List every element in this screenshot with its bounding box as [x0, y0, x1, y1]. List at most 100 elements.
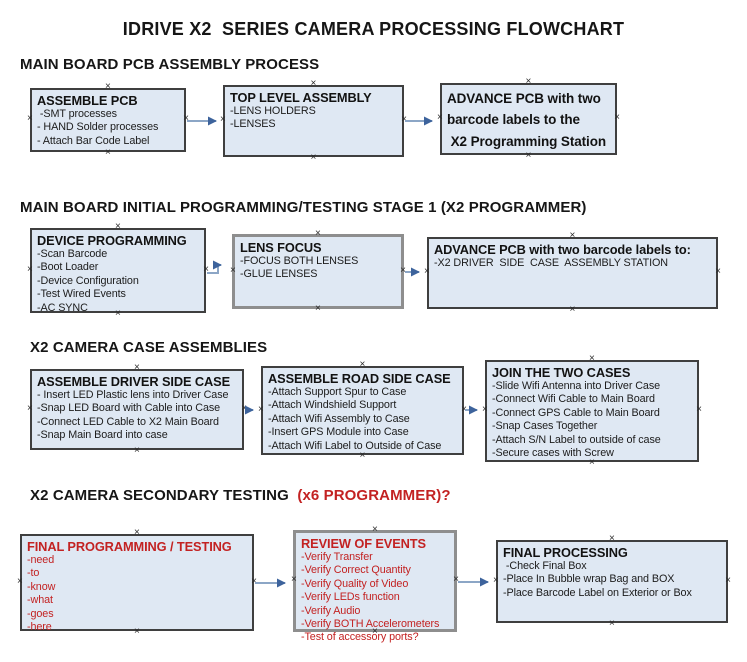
box-header: FINAL PROCESSING: [503, 545, 628, 560]
box-items: -need-to-know-what-goes-here: [27, 554, 248, 634]
connector-handle-icon: [570, 231, 576, 241]
box-items: -SMT processes- HAND Solder processes- A…: [37, 108, 180, 148]
box-item: -know: [27, 580, 56, 593]
connector-handle-icon: [105, 148, 111, 158]
connector-handle-icon: [134, 363, 140, 373]
box-header: ADVANCE PCB with two barcode labels to t…: [447, 91, 606, 149]
connector-handle-icon: [437, 113, 443, 123]
connector-handle-icon: [493, 576, 499, 586]
connector-handle-icon: [696, 405, 702, 415]
box-items: - Insert LED Plastic lens into Driver Ca…: [37, 389, 238, 443]
flow-box-join-the-two-cases: JOIN THE TWO CASES -Slide Wifi Antenna i…: [485, 360, 699, 462]
box-item: -Slide Wifi Antenna into Driver Case: [492, 380, 661, 393]
box-item: -Verify BOTH Accelerometers: [301, 617, 440, 630]
box-header: ASSEMBLE ROAD SIDE CASE: [268, 371, 451, 386]
connector-handle-icon: [258, 405, 264, 415]
box-item: -Test Wired Events: [37, 288, 126, 301]
connector-handle-icon: [400, 266, 406, 276]
box-item: -SMT processes: [37, 108, 117, 121]
section-heading-case-assemblies: X2 CAMERA CASE ASSEMBLIES: [30, 339, 267, 356]
box-item: - Attach Bar Code Label: [37, 134, 150, 147]
box-item: -Attach Wifi Label to Outside of Case: [268, 439, 442, 452]
flow-box-assemble-pcb: ASSEMBLE PCB -SMT processes- HAND Solder…: [30, 88, 186, 152]
connector-handle-icon: [251, 577, 257, 587]
box-item: -Snap Main Board into case: [37, 429, 168, 442]
connector-handle-icon: [311, 79, 317, 89]
connector-handle-icon: [424, 267, 430, 277]
box-item: -X2 DRIVER SIDE CASE ASSEMBLY STATION: [434, 257, 668, 270]
connector-handle-icon: [609, 534, 615, 544]
box-item: -Attach S/N Label to outside of case: [492, 433, 661, 446]
section-heading-text: X2 CAMERA CASE ASSEMBLIES: [30, 339, 268, 356]
section-heading-initial-programming: MAIN BOARD INITIAL PROGRAMMING/TESTING S…: [20, 199, 587, 216]
box-item: -LENS HOLDERS: [230, 105, 316, 118]
flow-box-assemble-driver-side-case: ASSEMBLE DRIVER SIDE CASE - Insert LED P…: [30, 369, 244, 450]
connector-handle-icon: [17, 577, 23, 587]
connector-handle-icon: [570, 305, 576, 315]
box-item: -LENSES: [230, 118, 276, 131]
box-items: -Attach Support Spur to Case-Attach Wind…: [268, 386, 458, 453]
section-heading-suffix: (x6 PROGRAMMER)?: [288, 487, 451, 504]
box-header: ASSEMBLE DRIVER SIDE CASE: [37, 374, 231, 389]
connector-handle-icon: [134, 528, 140, 538]
connector-handle-icon: [453, 575, 459, 585]
box-item: -Attach Wifi Assembly to Case: [268, 412, 410, 425]
box-item: -Place In Bubble wrap Bag and BOX: [503, 573, 675, 586]
box-item: -AC SYNC: [37, 301, 88, 314]
box-items: -Scan Barcode-Boot Loader-Device Configu…: [37, 248, 200, 315]
flow-box-final-programming-testing: FINAL PROGRAMMING / TESTING -need-to-kno…: [17, 534, 257, 634]
connector-handle-icon: [115, 222, 121, 232]
box-item: -Verify LEDs function: [301, 591, 400, 604]
connector-handle-icon: [360, 360, 366, 370]
box-header: DEVICE PROGRAMMING: [37, 233, 187, 248]
box-item: - Insert LED Plastic lens into Driver Ca…: [37, 389, 229, 402]
box-header: REVIEW OF EVENTS: [301, 536, 426, 551]
box-item: -here: [27, 620, 52, 633]
box-header: ADVANCE PCB with two barcode labels to:: [434, 242, 691, 257]
flow-box-advance-pcb-driver-side-station: ADVANCE PCB with two barcode labels to: …: [427, 237, 718, 309]
connector-handle-icon: [27, 265, 33, 275]
connector-handle-icon: [589, 354, 595, 364]
box-item: -Attach Support Spur to Case: [268, 386, 407, 399]
box-header: JOIN THE TWO CASES: [492, 365, 631, 380]
connector-handle-icon: [715, 267, 721, 277]
box-header: LENS FOCUS: [240, 240, 322, 255]
box-item: -Verify Audio: [301, 604, 361, 617]
connector-handle-icon: [291, 575, 297, 585]
connector-handle-icon: [315, 304, 321, 314]
box-item: -Attach Windshield Support: [268, 399, 397, 412]
section-heading-pcb-assembly: MAIN BOARD PCB ASSEMBLY PROCESS: [20, 56, 319, 73]
connector-handle-icon: [203, 265, 209, 275]
flow-box-advance-pcb-programming-station: ADVANCE PCB with two barcode labels to t…: [440, 83, 617, 155]
connector-handle-icon: [461, 405, 467, 415]
connector-handle-icon: [230, 266, 236, 276]
flow-box-review-of-events: REVIEW OF EVENTS -Verify Transfer-Verify…: [291, 530, 459, 643]
section-heading-text: MAIN BOARD INITIAL PROGRAMMING/TESTING S…: [20, 199, 587, 216]
connector-handle-icon: [526, 151, 532, 161]
box-item: -Connect GPS Cable to Main Board: [492, 406, 660, 419]
flow-box-device-programming: DEVICE PROGRAMMING -Scan Barcode-Boot Lo…: [27, 228, 209, 315]
box-header: ASSEMBLE PCB: [37, 93, 138, 108]
connector-handle-icon: [372, 525, 378, 535]
connector-handle-icon: [134, 446, 140, 456]
connector-handle-icon: [220, 115, 226, 125]
box-item: -Insert GPS Module into Case: [268, 426, 409, 439]
box-items: -Slide Wifi Antenna into Driver Case -Con…: [492, 380, 693, 460]
box-item: -Secure cases with Screw: [492, 446, 614, 459]
box-items: -Verify Transfer-Verify Correct Quantity…: [301, 551, 450, 645]
section-heading-secondary-testing: X2 CAMERA SECONDARY TESTING (x6 PROGRAMM…: [30, 487, 451, 504]
box-item: -Verify Quality of Video: [301, 577, 409, 590]
box-items: -FOCUS BOTH LENSES-GLUE LENSES: [240, 255, 397, 282]
box-items: -LENS HOLDERS-LENSES: [230, 105, 398, 132]
box-item: -Verify Transfer: [301, 551, 373, 564]
section-heading-text: X2 CAMERA SECONDARY TESTING: [30, 487, 289, 504]
connector-handle-icon: [241, 404, 247, 414]
flow-box-top-level-assembly: TOP LEVEL ASSEMBLY -LENS HOLDERS-LENSES: [223, 85, 404, 157]
flow-box-lens-focus: LENS FOCUS -FOCUS BOTH LENSES-GLUE LENSE…: [232, 234, 404, 309]
connector-handle-icon: [614, 113, 620, 123]
connector-handle-icon: [315, 229, 321, 239]
box-item: -Place Barcode Label on Exterior or Box: [503, 586, 692, 599]
connector-handle-icon: [27, 114, 33, 124]
flow-arrow: [207, 260, 222, 274]
